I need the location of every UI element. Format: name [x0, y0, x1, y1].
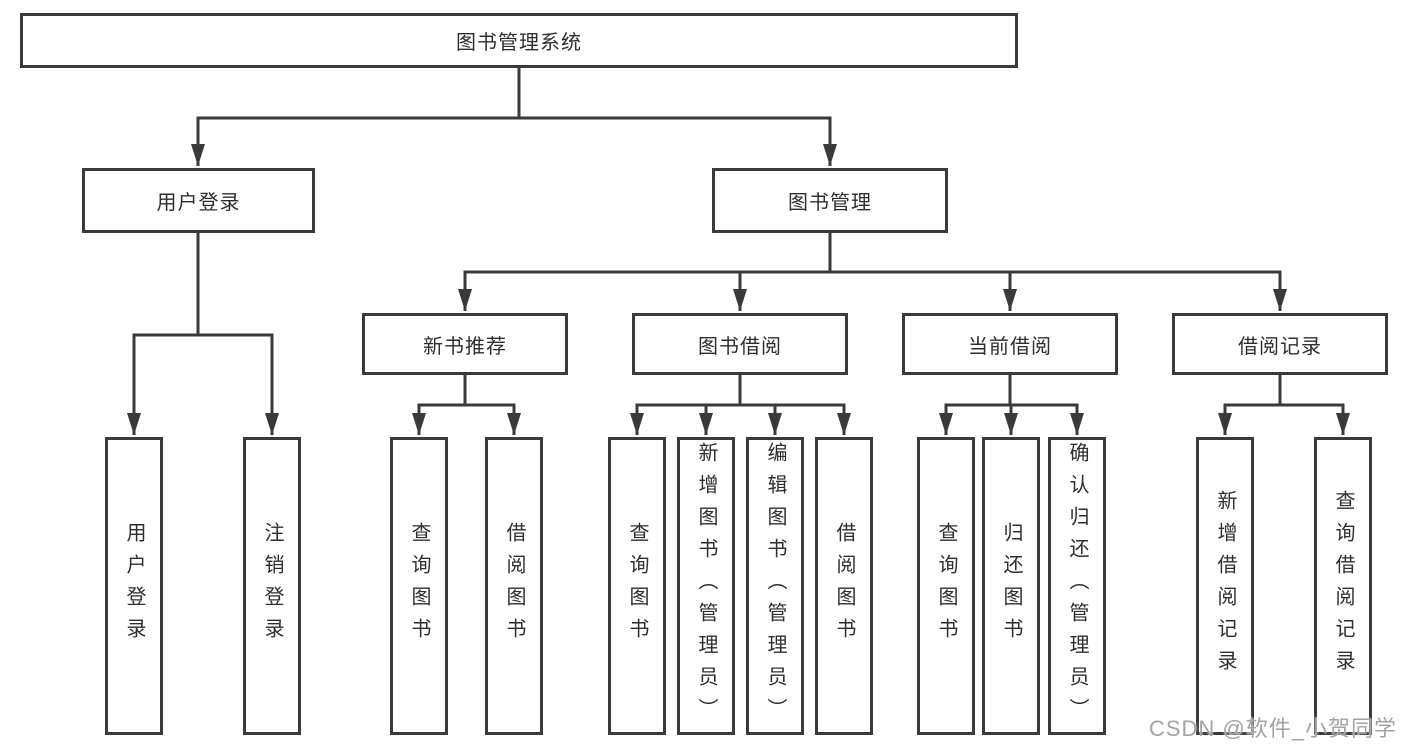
node-label: 图书借阅 — [698, 335, 782, 358]
leaf-add-books-admin: 新增图书（管理员） — [677, 437, 735, 735]
leaf-user-login: 用户登录 — [105, 437, 163, 735]
leaf-edit-books-admin: 编辑图书（管理员） — [746, 437, 804, 735]
node-label: 查询借阅记录 — [1332, 490, 1354, 682]
node-borrowing-records: 借阅记录 — [1172, 313, 1388, 375]
node-book-borrowing: 图书借阅 — [632, 313, 848, 375]
leaf-add-borrow-record: 新增借阅记录 — [1196, 437, 1254, 735]
leaf-query-books-3: 查询图书 — [917, 437, 975, 735]
node-label: 新增图书（管理员） — [695, 442, 717, 730]
connector-newbooks-to-leaves — [412, 375, 521, 435]
node-label: 借阅图书 — [833, 522, 855, 650]
leaf-query-books-2: 查询图书 — [608, 437, 666, 735]
node-label: 确认归还（管理员） — [1066, 442, 1088, 730]
connector-root-to-level2 — [191, 68, 837, 166]
node-user-login: 用户登录 — [82, 168, 315, 233]
leaf-borrow-books-2: 借阅图书 — [815, 437, 873, 735]
connector-records-to-leaves — [1218, 375, 1350, 435]
node-label: 查询图书 — [935, 522, 957, 650]
node-current-borrowing: 当前借阅 — [902, 313, 1118, 375]
node-label: 注销登录 — [261, 522, 283, 650]
node-label: 查询图书 — [626, 522, 648, 650]
leaf-query-books-1: 查询图书 — [390, 437, 448, 735]
leaf-return-books: 归还图书 — [982, 437, 1040, 735]
connector-management-to-level3 — [458, 233, 1287, 311]
node-label: 编辑图书（管理员） — [764, 442, 786, 730]
node-label: 用户登录 — [123, 522, 145, 650]
node-label: 查询图书 — [408, 522, 430, 650]
node-library-system: 图书管理系统 — [20, 13, 1018, 68]
node-label: 借阅记录 — [1238, 335, 1322, 358]
leaf-logout: 注销登录 — [243, 437, 301, 735]
node-label: 图书管理系统 — [456, 32, 582, 54]
connector-current-to-leaves — [939, 375, 1084, 435]
leaf-confirm-return-admin: 确认归还（管理员） — [1048, 437, 1106, 735]
node-new-book-recommend: 新书推荐 — [362, 313, 568, 375]
node-label: 当前借阅 — [968, 335, 1052, 358]
node-label: 用户登录 — [156, 192, 241, 214]
node-label: 借阅图书 — [503, 522, 525, 650]
node-label: 归还图书 — [1000, 522, 1022, 650]
leaf-borrow-books-1: 借阅图书 — [485, 437, 543, 735]
connector-borrow-to-leaves — [630, 375, 851, 435]
node-book-management: 图书管理 — [712, 168, 948, 233]
node-label: 图书管理 — [788, 192, 872, 214]
leaf-query-borrow-record: 查询借阅记录 — [1314, 437, 1372, 735]
csdn-watermark: CSDN @软件_小贺同学 — [1148, 716, 1397, 741]
node-label: 新书推荐 — [423, 335, 507, 358]
connector-login-to-leaves — [127, 233, 279, 435]
node-label: 新增借阅记录 — [1214, 490, 1236, 682]
